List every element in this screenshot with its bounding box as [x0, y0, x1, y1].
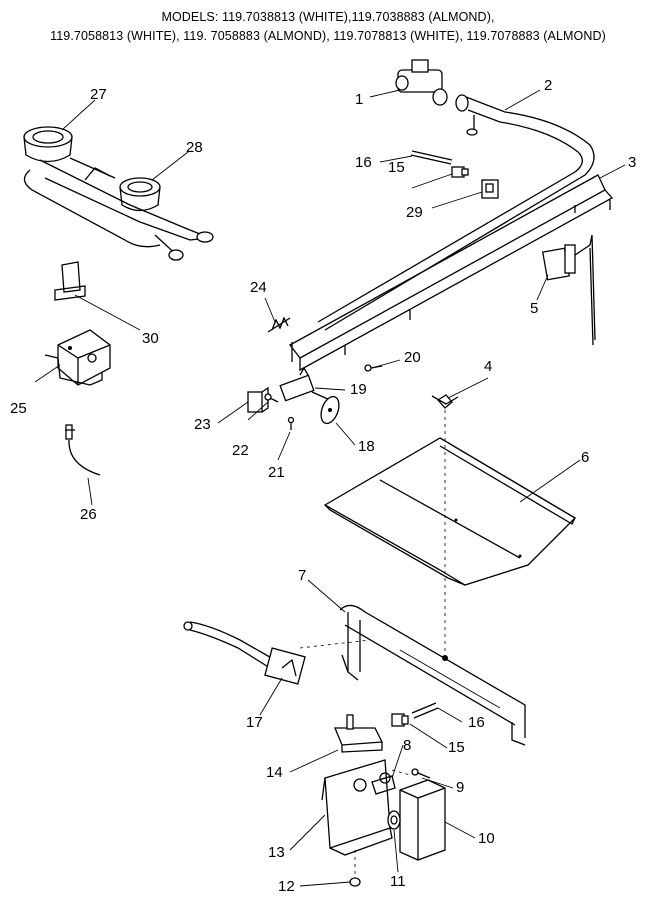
callout-26: 26	[80, 506, 97, 523]
orifice-pin-bottom[interactable]	[411, 702, 439, 719]
callout-30: 30	[142, 330, 159, 347]
callout-25: 25	[10, 400, 27, 417]
top-burner-assembly[interactable]	[23, 126, 214, 261]
callout-20: 20	[404, 349, 421, 366]
callout-15-bottom: 15	[448, 739, 465, 756]
thermocouple[interactable]	[65, 424, 101, 476]
screw-21[interactable]	[287, 416, 295, 431]
alignment-line-bracket	[391, 769, 411, 776]
callout-8: 8	[403, 737, 411, 754]
burner-knob-disc[interactable]	[318, 394, 343, 426]
models-header: MODELS: 119.7038813 (WHITE),119.7038883 …	[0, 8, 656, 46]
models-line-2: 119.7058813 (WHITE), 119. 7058883 (ALMON…	[50, 29, 606, 43]
callout-5: 5	[530, 300, 538, 317]
spark-module[interactable]	[399, 779, 446, 861]
mounting-bracket[interactable]	[321, 759, 393, 856]
oven-igniter[interactable]	[183, 621, 306, 685]
burner-valve[interactable]	[481, 179, 499, 199]
oven-burner[interactable]	[339, 604, 526, 746]
callout-6: 6	[581, 449, 589, 466]
callout-22: 22	[232, 442, 249, 459]
callout-27: 27	[90, 86, 107, 103]
screw-9[interactable]	[411, 768, 431, 779]
callout-12: 12	[278, 878, 295, 895]
alignment-line-burner	[299, 639, 371, 649]
nut[interactable]	[349, 850, 361, 887]
models-line-1: MODELS: 119.7038813 (WHITE),119.7038883 …	[161, 10, 495, 24]
pressure-regulator[interactable]	[395, 59, 448, 106]
callout-7: 7	[298, 567, 306, 584]
callout-29: 29	[406, 204, 423, 221]
leader-lines	[34, 89, 626, 887]
callout-4: 4	[484, 358, 492, 375]
spring-clip[interactable]	[267, 316, 291, 333]
orifice-top[interactable]	[451, 166, 469, 178]
oven-safety-valve[interactable]	[334, 714, 384, 753]
igniter-switch[interactable]	[247, 386, 269, 413]
callout-10: 10	[478, 830, 495, 847]
callout-2: 2	[544, 77, 552, 94]
safety-valve-bracket[interactable]	[54, 261, 86, 301]
orifice-bottom[interactable]	[391, 713, 409, 727]
grommet[interactable]	[387, 810, 401, 830]
callout-14: 14	[266, 764, 283, 781]
manifold-bracket[interactable]	[289, 174, 614, 372]
callout-9: 9	[456, 779, 464, 796]
orifice-pin-top[interactable]	[410, 150, 453, 165]
callout-19: 19	[350, 381, 367, 398]
callout-17: 17	[246, 714, 263, 731]
heat-shield[interactable]	[323, 437, 577, 586]
gas-manifold[interactable]	[317, 94, 595, 331]
callout-1: 1	[355, 91, 363, 108]
wing-nut[interactable]	[431, 394, 459, 409]
callout-3: 3	[628, 154, 636, 171]
callout-13: 13	[268, 844, 285, 861]
callout-11: 11	[390, 873, 406, 890]
callout-21: 21	[268, 464, 285, 481]
callout-16-bottom: 16	[468, 714, 485, 731]
safety-valve[interactable]	[44, 329, 111, 386]
callout-16-top: 16	[355, 154, 372, 171]
callout-18: 18	[358, 438, 375, 455]
callout-23: 23	[194, 416, 211, 433]
screw-22[interactable]	[264, 393, 279, 403]
bracket-clip[interactable]	[371, 775, 396, 795]
callout-24: 24	[250, 279, 267, 296]
callout-28: 28	[186, 139, 203, 156]
oven-thermostat[interactable]	[541, 234, 596, 346]
valve-stem-assembly[interactable]	[279, 366, 331, 402]
callout-15-top: 15	[388, 159, 405, 176]
